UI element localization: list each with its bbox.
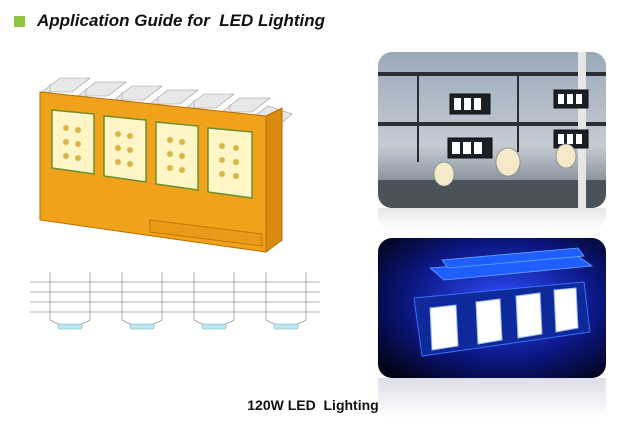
photo-lit-fixture: [378, 238, 606, 378]
fixture-cross-section-drawing: [30, 272, 320, 330]
photo-reflection: [378, 378, 606, 418]
page-title: Application Guide for LED Lighting: [37, 11, 326, 30]
fixture-3d-illustration: [39, 77, 293, 253]
header: Application Guide for LED Lighting: [14, 10, 325, 32]
photo-installed-fixtures: [378, 52, 606, 208]
product-caption: 120W LED Lighting: [247, 397, 379, 413]
square-bullet-icon: [14, 15, 25, 27]
photo-reflection: [378, 208, 606, 230]
